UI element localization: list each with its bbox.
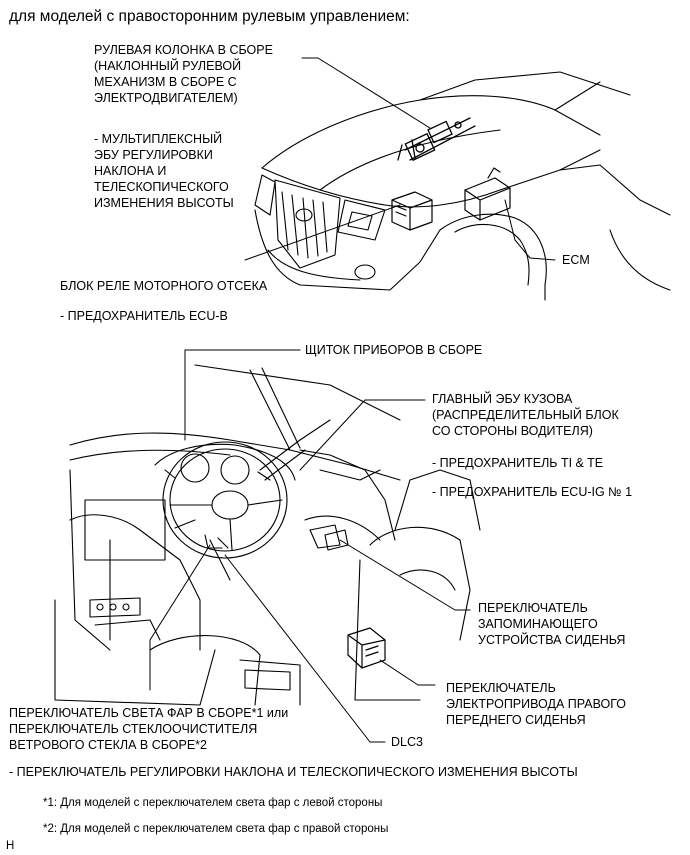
footnote-2: *2: Для моделей с переключателем света ф… (43, 823, 389, 835)
interior-illustration (54, 364, 481, 706)
multiplex-ecu-label: - МУЛЬТИПЛЕКСНЫЙ ЭБУ РЕГУЛИРОВКИ НАКЛОНА… (94, 132, 234, 210)
fuse-ti-te-label: - ПРЕДОХРАНИТЕЛЬ TI & TE (432, 456, 604, 470)
ecm-label: ECM (562, 253, 590, 267)
footnote-1: *1: Для моделей с переключателем света ф… (43, 797, 383, 809)
main-body-ecu-label: ГЛАВНЫЙ ЭБУ КУЗОВА (РАСПРЕДЕЛИТЕЛЬНЫЙ БЛ… (432, 392, 619, 438)
fuse-ecu-ig-label: - ПРЕДОХРАНИТЕЛЬ ECU-IG № 1 (432, 485, 633, 499)
corner-mark: H (6, 840, 15, 852)
dlc3-label: DLC3 (391, 735, 423, 749)
instrument-cluster-label: ЩИТОК ПРИБОРОВ В СБОРЕ (305, 343, 483, 357)
diagram-header: для моделей с правосторонним рулевым упр… (9, 8, 410, 25)
power-seat-switch-label: ПЕРЕКЛЮЧАТЕЛЬ ЭЛЕКТРОПРИВОДА ПРАВОГО ПЕР… (446, 681, 627, 727)
vehicle-front-illustration (254, 71, 671, 301)
fuse-ecu-b-label: - ПРЕДОХРАНИТЕЛЬ ECU-B (60, 309, 228, 323)
engine-relay-block-label: БЛОК РЕЛЕ МОТОРНОГО ОТСЕКА (60, 279, 268, 293)
tilt-switch-label: - ПЕРЕКЛЮЧАТЕЛЬ РЕГУЛИРОВКИ НАКЛОНА И ТЕ… (9, 765, 578, 779)
seat-memory-switch-label: ПЕРЕКЛЮЧАТЕЛЬ ЗАПОМИНАЮЩЕГО УСТРОЙСТВА С… (478, 601, 626, 647)
headlight-switch-label: ПЕРЕКЛЮЧАТЕЛЬ СВЕТА ФАР В СБОРЕ*1 или ПЕ… (9, 706, 289, 752)
steering-column-label: РУЛЕВАЯ КОЛОНКА В СБОРЕ (НАКЛОННЫЙ РУЛЕВ… (94, 43, 273, 105)
